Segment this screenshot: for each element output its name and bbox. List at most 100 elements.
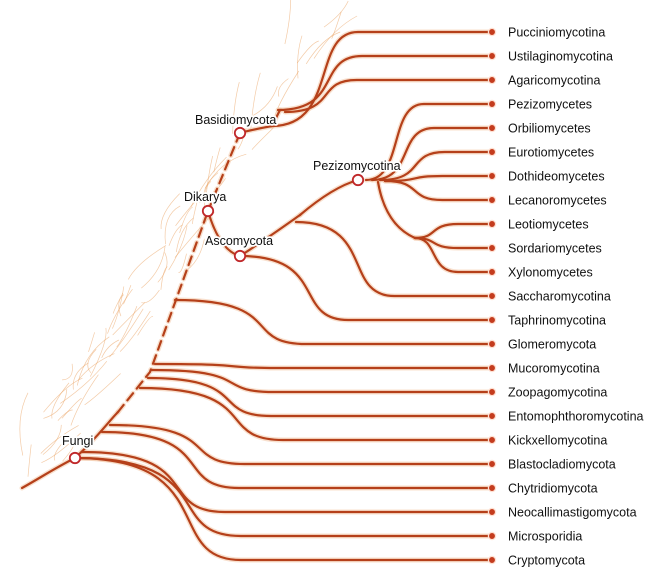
uncertainty-wisp (53, 442, 64, 461)
tip-dot-leotiomycetes (487, 219, 497, 229)
uncertainty-wisp (192, 202, 198, 225)
branch-dikarya-basidio (206, 131, 242, 213)
tip-dot-blastocladiomycota (487, 459, 497, 469)
tip-label-taphrinomycotina: Taphrinomycotina (508, 314, 606, 328)
tip-dot-lecanoromycetes (487, 195, 497, 205)
branch-glomeromycota (173, 298, 494, 346)
node-fungi (68, 451, 82, 465)
uncertainty-wisp (43, 389, 68, 419)
tip-dot-sordariomycetes (487, 243, 497, 253)
tip-dot-chytridiomycota (487, 483, 497, 493)
branch-pez-inner-glow (375, 179, 418, 241)
uncertainty-wisp (51, 382, 70, 419)
branch-taphrinomycotina (238, 254, 494, 322)
branch-pucciniomycotina (270, 30, 494, 128)
uncertainty-wisp (116, 305, 138, 348)
uncertainty-wisp (278, 78, 289, 97)
uncertainty-wisp (43, 377, 83, 413)
uncertainty-wisp (284, 0, 292, 45)
tip-dot-taphrinomycotina (487, 315, 497, 325)
tip-label-ustilaginomycotina: Ustilaginomycotina (508, 50, 613, 64)
uncertainty-wisp (232, 82, 240, 134)
tip-dot-eurotiomycetes (487, 147, 497, 157)
uncertainty-wisp (42, 424, 62, 455)
node-label-ascomycota: Ascomycota (205, 234, 273, 248)
uncertainty-wisp (107, 288, 133, 334)
uncertainty-wisp (331, 11, 342, 39)
tip-label-glomeromycota: Glomeromycota (508, 338, 596, 352)
uncertainty-wisp (313, 15, 358, 59)
tip-dot-layer (487, 27, 497, 565)
tip-label-eurotiomycetes: Eurotiomycetes (508, 146, 594, 160)
uncertainty-wisp (19, 392, 29, 456)
tip-label-layer: Pucciniomycotina Ustilaginomycotina Agar… (508, 26, 644, 568)
tip-label-cryptomycota: Cryptomycota (508, 554, 585, 568)
tip-label-xylonomycetes: Xylonomycetes (508, 266, 593, 280)
branch-fungi-base (73, 410, 120, 460)
branch-entomophthoromycotina (146, 376, 494, 418)
uncertainty-wisp (62, 363, 73, 381)
tip-dot-pezizomycetes (487, 99, 497, 109)
tip-dot-kickxellomycotina (487, 435, 497, 445)
branch-xylonomycetes (413, 236, 494, 274)
tip-label-pezizomycetes: Pezizomycetes (508, 98, 592, 112)
uncertainty-wisp (119, 310, 151, 352)
uncertainty-wisp (168, 224, 183, 246)
tip-label-microsporidia: Microsporidia (508, 530, 582, 544)
tip-label-kickxellomycotina: Kickxellomycotina (508, 434, 607, 448)
branch-cryptomycota-glow (72, 455, 495, 563)
uncertainty-wisp (205, 155, 213, 202)
branch-kickxellomycotina (138, 386, 494, 442)
uncertainty-wisp (84, 373, 121, 406)
tip-label-lecanoromycetes: Lecanoromycetes (508, 194, 607, 208)
tip-dot-ustilaginomycotina (487, 51, 497, 61)
node-dikarya (201, 204, 215, 218)
branch-saccharomycotina-glow (293, 219, 495, 299)
uncertainty-wisp (72, 362, 89, 390)
branch-mucoromycotina (153, 362, 494, 370)
uncertainty-wisp (127, 245, 167, 280)
node-pezizomycotina (351, 173, 365, 187)
node-label-basidiomycota: Basidiomycota (195, 113, 276, 127)
branch-asco-stem (238, 213, 302, 258)
internal-node-layer (68, 126, 365, 465)
branch-layer (20, 30, 494, 562)
uncertainty-wisp (178, 253, 187, 273)
uncertainty-wisp (40, 425, 79, 454)
node-basidiomycota (233, 126, 247, 140)
uncertainty-wisp (160, 193, 180, 230)
uncertainty-wisps (19, 0, 358, 477)
branch-pez-inner (376, 180, 417, 240)
branch-pezizomycetes (364, 102, 494, 182)
tip-dot-entomophthoromycotina (487, 411, 497, 421)
uncertainty-wisp (76, 336, 110, 386)
uncertainty-wisp (70, 374, 99, 426)
uncertainty-wisp (112, 286, 125, 329)
uncertainty-wisp (323, 0, 349, 28)
tip-dot-orbiliomycetes (487, 123, 497, 133)
tip-label-agaricomycotina: Agaricomycotina (508, 74, 600, 88)
tip-label-sordariomycetes: Sordariomycetes (508, 242, 602, 256)
tip-dot-dothideomycetes (487, 171, 497, 181)
uncertainty-wisp (238, 86, 278, 122)
uncertainty-wisp (175, 197, 200, 227)
tip-label-zoopagomycotina: Zoopagomycotina (508, 386, 607, 400)
uncertainty-wisp (168, 225, 188, 271)
uncertainty-wisp (41, 432, 81, 464)
node-ascomycota (233, 249, 247, 263)
tip-label-dothideomycetes: Dothideomycetes (508, 170, 605, 184)
internal-node-label-layer: Fungi Dikarya Basidiomycota Ascomycota P… (60, 111, 402, 450)
uncertainty-wisp (87, 348, 97, 374)
tip-dot-pucciniomycotina (487, 27, 497, 37)
tip-dot-neocallimastigomycota (487, 507, 497, 517)
uncertainty-wisp (137, 316, 154, 336)
uncertainty-wisp (78, 353, 115, 381)
node-label-pezizomycotina: Pezizomycotina (313, 159, 401, 173)
tip-label-leotiomycetes: Leotiomycetes (508, 218, 589, 232)
branch-asco-pez-glow (297, 177, 361, 218)
tip-dot-glomeromycota (487, 339, 497, 349)
tip-label-pucciniomycotina: Pucciniomycotina (508, 26, 605, 40)
uncertainty-wisp (297, 35, 303, 79)
uncertainty-wisp (179, 206, 193, 234)
